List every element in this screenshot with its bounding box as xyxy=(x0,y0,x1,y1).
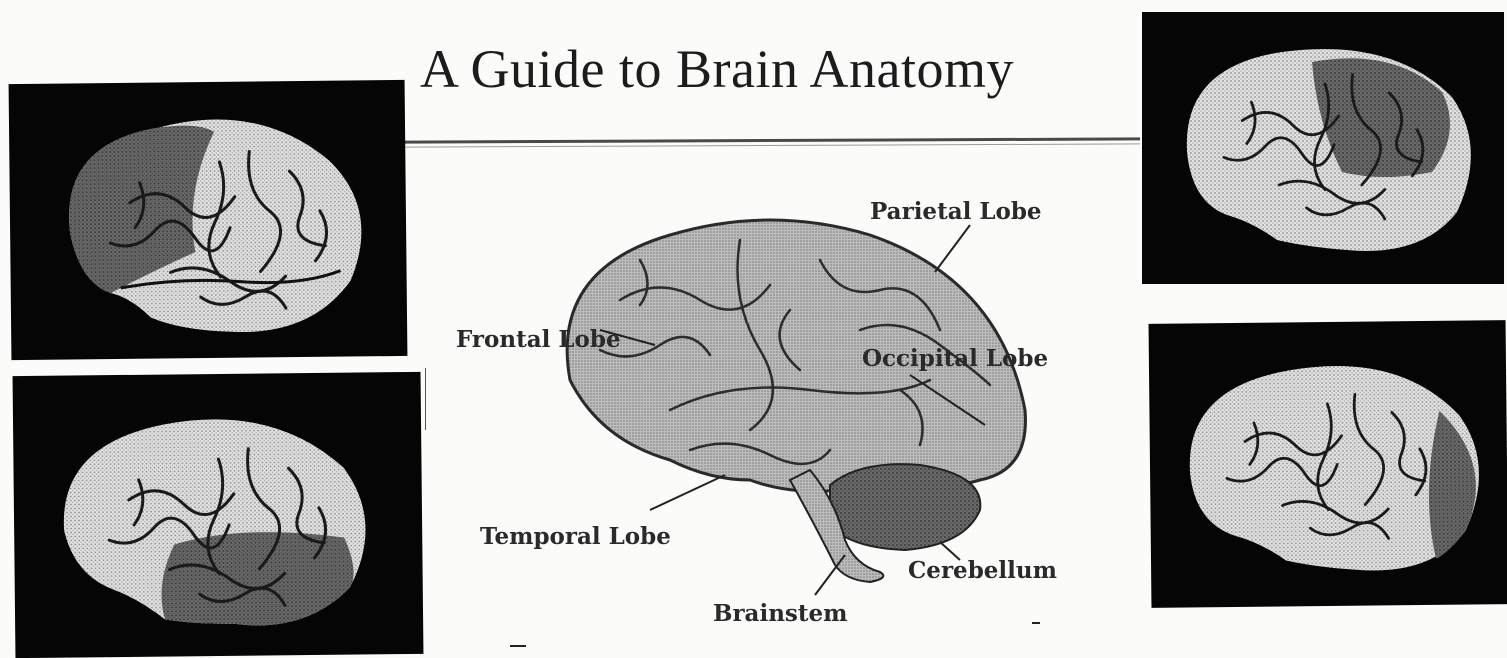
scan-mark xyxy=(1032,622,1040,624)
label-occipital-lobe: Occipital Lobe xyxy=(862,345,1048,372)
title-rule-shadow xyxy=(405,143,1140,147)
label-brainstem: Brainstem xyxy=(713,600,847,627)
label-cerebellum: Cerebellum xyxy=(908,557,1057,584)
label-parietal-lobe: Parietal Lobe xyxy=(870,198,1042,225)
brain-panel-parietal xyxy=(1142,12,1504,284)
label-frontal-lobe: Frontal Lobe xyxy=(456,326,621,353)
page-title: A Guide to Brain Anatomy xyxy=(420,38,1014,100)
brain-panel-frontal xyxy=(9,80,408,360)
label-temporal-lobe: Temporal Lobe xyxy=(480,523,671,550)
brain-panel-temporal xyxy=(13,372,424,658)
brain-panel-occipital xyxy=(1149,320,1507,608)
scan-mark xyxy=(425,368,426,430)
scan-mark xyxy=(510,645,526,647)
title-rule xyxy=(405,137,1140,143)
